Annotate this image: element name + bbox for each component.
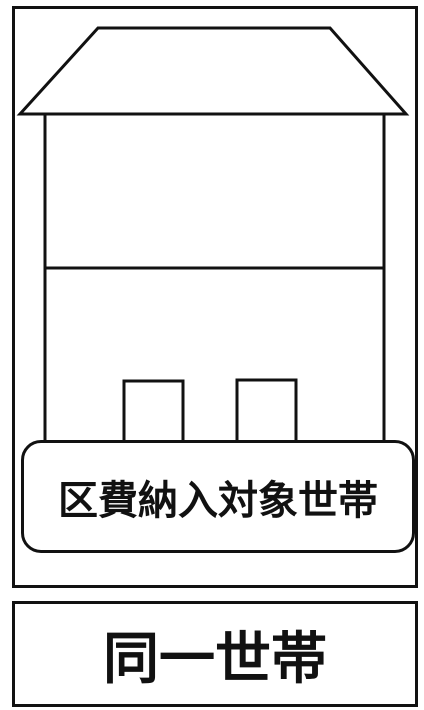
same-household-label: 同一世帯 <box>103 625 327 692</box>
bottom-frame: 同一世帯 <box>12 601 418 707</box>
house-door-left <box>122 379 185 445</box>
house-door-right <box>235 378 298 445</box>
household-label: 区費納入対象世帯 <box>58 476 378 524</box>
house-roof <box>16 26 410 116</box>
household-label-box: 区費納入対象世帯 <box>21 440 415 553</box>
